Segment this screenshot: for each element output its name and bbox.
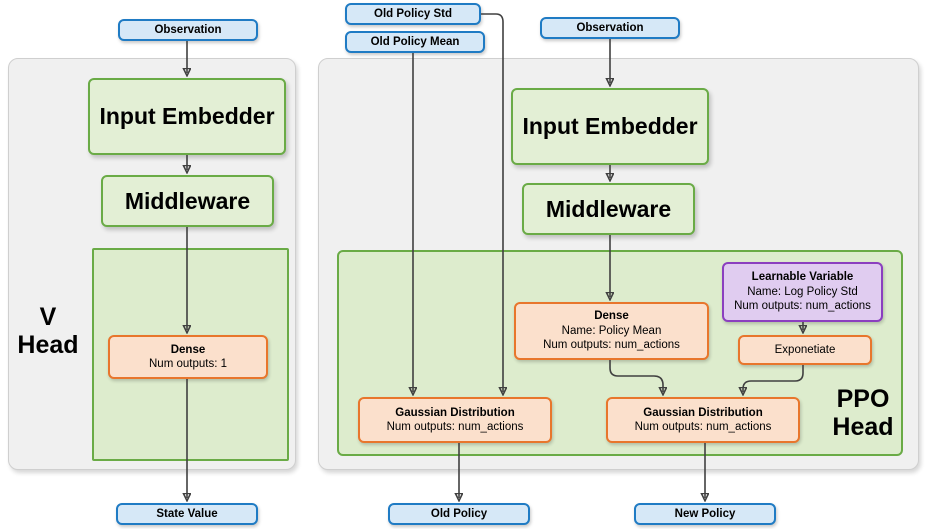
ppo-exponetiate-node[interactable]: Exponetiate (738, 335, 872, 365)
ppo-observation-node[interactable]: Observation (540, 17, 680, 39)
ppo-gaussian-new-title: Gaussian Distribution (643, 406, 763, 419)
v-head-dense-title: Dense (170, 343, 206, 356)
ppo-dense-policy-mean-node[interactable]: Dense Name: Policy Mean Num outputs: num… (514, 302, 709, 360)
ppo-head-label: PPO Head (832, 385, 894, 441)
ppo-old-policy-std-node[interactable]: Old Policy Std (345, 3, 481, 25)
v-head-label: V Head (17, 303, 79, 359)
v-head-observation-node[interactable]: Observation (118, 19, 258, 41)
ppo-learnable-variable-outputs: Num outputs: num_actions (734, 300, 871, 313)
ppo-gaussian-new-node[interactable]: Gaussian Distribution Num outputs: num_a… (606, 397, 800, 443)
ppo-input-embedder-node[interactable]: Input Embedder (511, 88, 709, 165)
ppo-dense-title: Dense (594, 310, 629, 323)
v-head-dense-node[interactable]: Dense Num outputs: 1 (108, 335, 268, 379)
v-head-input-embedder-node[interactable]: Input Embedder (88, 78, 286, 155)
ppo-old-policy-mean-node[interactable]: Old Policy Mean (345, 31, 485, 53)
ppo-old-policy-output-node[interactable]: Old Policy (388, 503, 530, 525)
ppo-gaussian-old-node[interactable]: Gaussian Distribution Num outputs: num_a… (358, 397, 552, 443)
ppo-gaussian-old-title: Gaussian Distribution (395, 406, 515, 419)
ppo-gaussian-old-outputs: Num outputs: num_actions (386, 421, 524, 433)
ppo-dense-name: Name: Policy Mean (561, 324, 662, 337)
v-head-middleware-node[interactable]: Middleware (101, 175, 274, 227)
ppo-gaussian-new-outputs: Num outputs: num_actions (634, 421, 772, 433)
ppo-dense-outputs: Num outputs: num_actions (543, 339, 680, 352)
v-head-state-value-node[interactable]: State Value (116, 503, 258, 525)
ppo-learnable-variable-title: Learnable Variable (751, 271, 854, 284)
v-head-dense-outputs: Num outputs: 1 (149, 358, 227, 370)
ppo-middleware-node[interactable]: Middleware (522, 183, 695, 235)
ppo-learnable-variable-name: Name: Log Policy Std (747, 285, 858, 298)
ppo-learnable-variable-node[interactable]: Learnable Variable Name: Log Policy Std … (722, 262, 883, 322)
ppo-new-policy-output-node[interactable]: New Policy (634, 503, 776, 525)
